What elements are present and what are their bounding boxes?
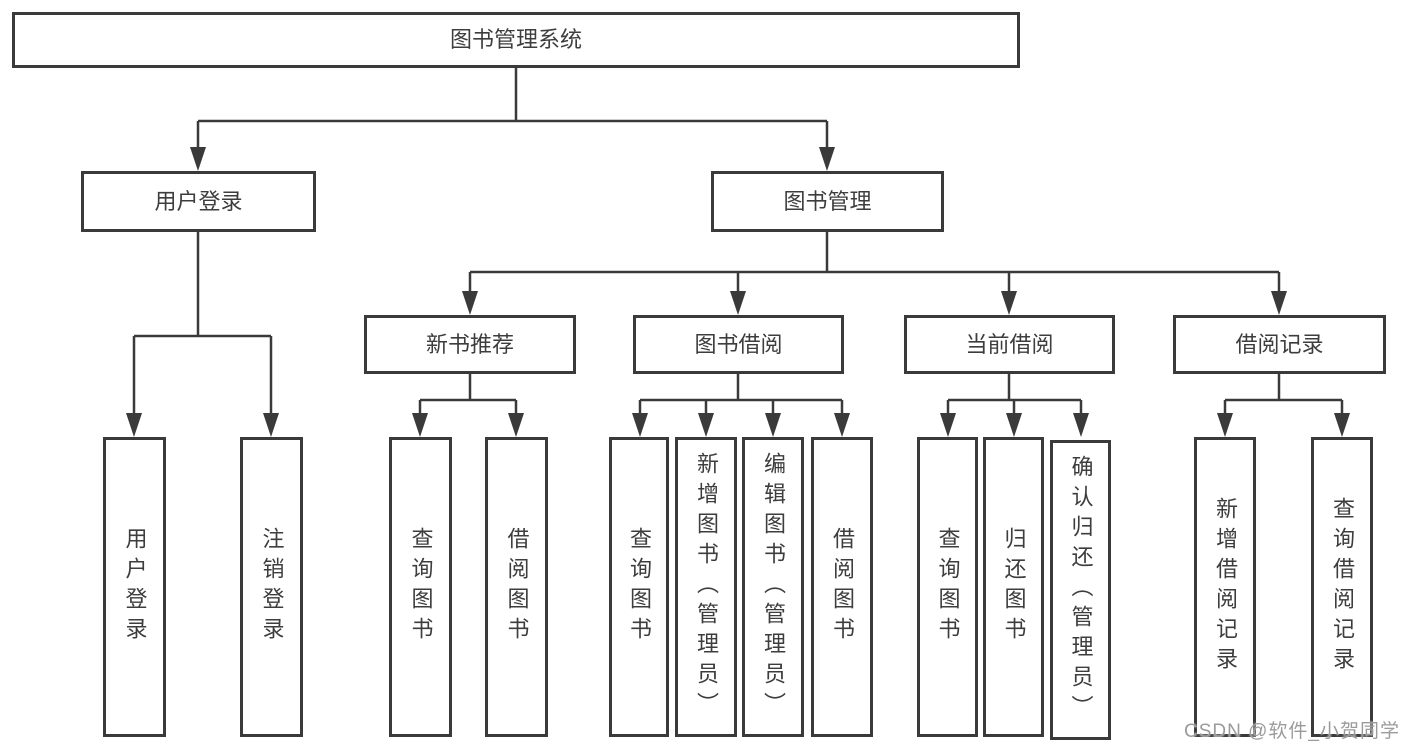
- leaf-add-borrow-record: 新增借阅记录: [1194, 437, 1256, 737]
- leaf-borrow-query-books-label: 查询图书: [627, 527, 652, 647]
- leaf-borrow-query-books: 查询图书: [609, 437, 669, 737]
- leaf-recommend-borrow-books: 借阅图书: [485, 437, 548, 737]
- node-current-borrow-label: 当前借阅: [965, 331, 1054, 357]
- node-new-book-recommend-label: 新书推荐: [425, 331, 514, 357]
- leaf-confirm-return-admin-label: 确认归还（管理员）: [1068, 455, 1094, 725]
- node-book-management: 图书管理: [711, 171, 944, 232]
- leaf-user-login: 用户登录: [103, 437, 166, 737]
- node-book-borrow: 图书借阅: [633, 315, 844, 374]
- leaf-user-login-label: 用户登录: [122, 527, 148, 647]
- watermark: CSDN @软件_小贺同学: [1184, 721, 1400, 742]
- leaf-return-books: 归还图书: [983, 437, 1044, 737]
- leaf-recommend-borrow-books-label: 借阅图书: [504, 527, 530, 647]
- node-root: 图书管理系统: [12, 12, 1020, 68]
- leaf-edit-books-admin-label: 编辑图书（管理员）: [761, 452, 786, 722]
- node-user-login-label: 用户登录: [154, 188, 243, 214]
- arrowhead-icons: [126, 147, 1350, 437]
- node-book-management-label: 图书管理: [783, 188, 872, 214]
- connector-lines: [132, 68, 1344, 416]
- node-borrow-records: 借阅记录: [1173, 315, 1386, 374]
- leaf-query-borrow-record-label: 查询借阅记录: [1330, 497, 1355, 677]
- leaf-add-books-admin-label: 新增图书（管理员）: [694, 452, 719, 722]
- leaf-borrow-books: 借阅图书: [811, 437, 873, 737]
- leaf-confirm-return-admin: 确认归还（管理员）: [1050, 440, 1111, 740]
- node-borrow-records-label: 借阅记录: [1235, 331, 1324, 357]
- leaf-logout: 注销登录: [240, 437, 303, 737]
- leaf-borrow-books-label: 借阅图书: [830, 527, 855, 647]
- leaf-add-borrow-record-label: 新增借阅记录: [1213, 497, 1238, 677]
- node-current-borrow: 当前借阅: [904, 315, 1115, 374]
- leaf-query-borrow-record: 查询借阅记录: [1311, 437, 1373, 737]
- leaf-return-books-label: 归还图书: [1001, 527, 1027, 647]
- leaf-edit-books-admin: 编辑图书（管理员）: [742, 437, 804, 737]
- leaf-logout-label: 注销登录: [259, 527, 285, 647]
- leaf-current-query-books-label: 查询图书: [935, 527, 961, 647]
- leaf-add-books-admin: 新增图书（管理员）: [675, 437, 737, 737]
- node-book-borrow-label: 图书借阅: [694, 331, 783, 357]
- node-root-label: 图书管理系统: [449, 27, 582, 52]
- leaf-recommend-query-books: 查询图书: [389, 437, 452, 737]
- node-user-login: 用户登录: [81, 171, 316, 232]
- leaf-current-query-books: 查询图书: [917, 437, 978, 737]
- node-new-book-recommend: 新书推荐: [364, 315, 576, 374]
- leaf-recommend-query-books-label: 查询图书: [408, 527, 434, 647]
